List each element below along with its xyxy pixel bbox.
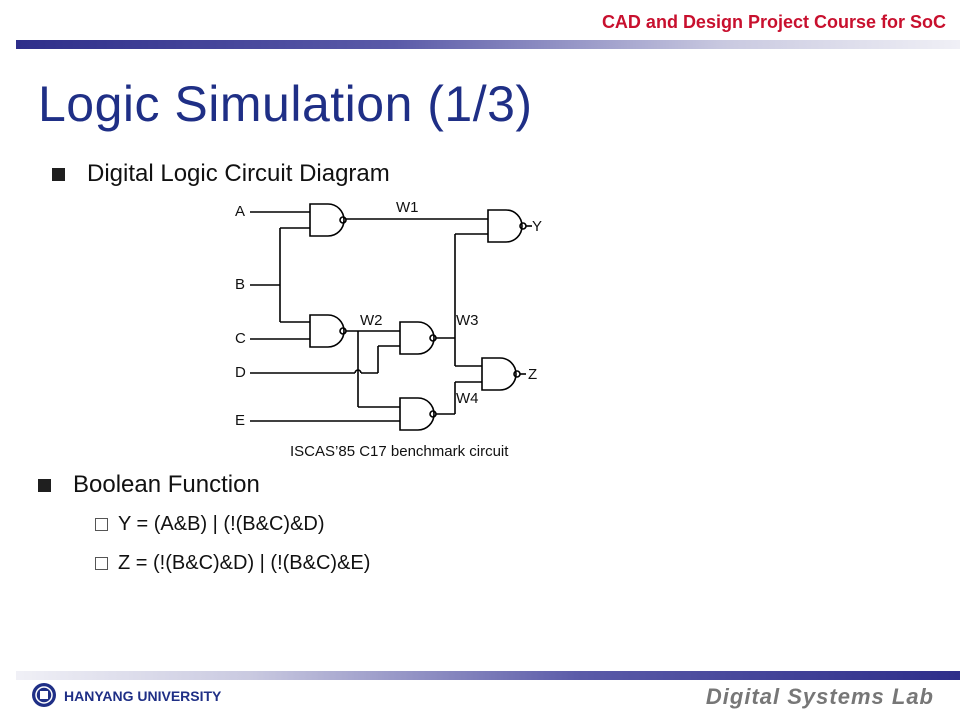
bullet-circuit-diagram: Digital Logic Circuit Diagram — [52, 160, 390, 188]
square-bullet-icon — [38, 478, 51, 492]
input-label-d: D — [235, 364, 246, 381]
input-label-c: C — [235, 330, 246, 347]
function-y-text: Y = (A&B) | (!(B&C)&D) — [118, 513, 325, 535]
bullet-label: Digital Logic Circuit Diagram — [87, 160, 390, 187]
input-label-b: B — [235, 276, 245, 293]
hollow-square-bullet-icon — [95, 518, 108, 531]
lab-name: Digital Systems Lab — [705, 684, 934, 709]
input-label-a: A — [235, 203, 245, 220]
function-z-text: Z = (!(B&C)&D) | (!(B&C)&E) — [118, 552, 371, 574]
input-label-e: E — [235, 412, 245, 429]
top-divider-bar — [16, 40, 960, 49]
wire-label-w1: W1 — [396, 199, 419, 216]
square-bullet-icon — [52, 167, 65, 181]
course-title: CAD and Design Project Course for SoC — [601, 12, 946, 32]
function-item-y: Y = (A&B) | (!(B&C)&D) — [95, 513, 325, 536]
wire-label-w3: W3 — [456, 312, 479, 329]
bottom-divider-bar — [16, 671, 960, 680]
diagram-caption: ISCAS’85 C17 benchmark circuit — [290, 443, 509, 460]
university-emblem-icon — [32, 683, 56, 707]
hollow-square-bullet-icon — [95, 557, 108, 570]
bullet-boolean-function: Boolean Function — [38, 471, 260, 499]
wire-label-w4: W4 — [456, 390, 479, 407]
function-item-z: Z = (!(B&C)&D) | (!(B&C)&E) — [95, 552, 370, 575]
slide-title: Logic Simulation (1/3) — [38, 76, 533, 132]
output-label-y: Y — [532, 218, 542, 235]
output-label-z: Z — [528, 366, 537, 383]
bullet-label: Boolean Function — [73, 471, 260, 498]
wire-label-w2: W2 — [360, 312, 383, 329]
university-name: HANYANG UNIVERSITY — [64, 688, 222, 704]
